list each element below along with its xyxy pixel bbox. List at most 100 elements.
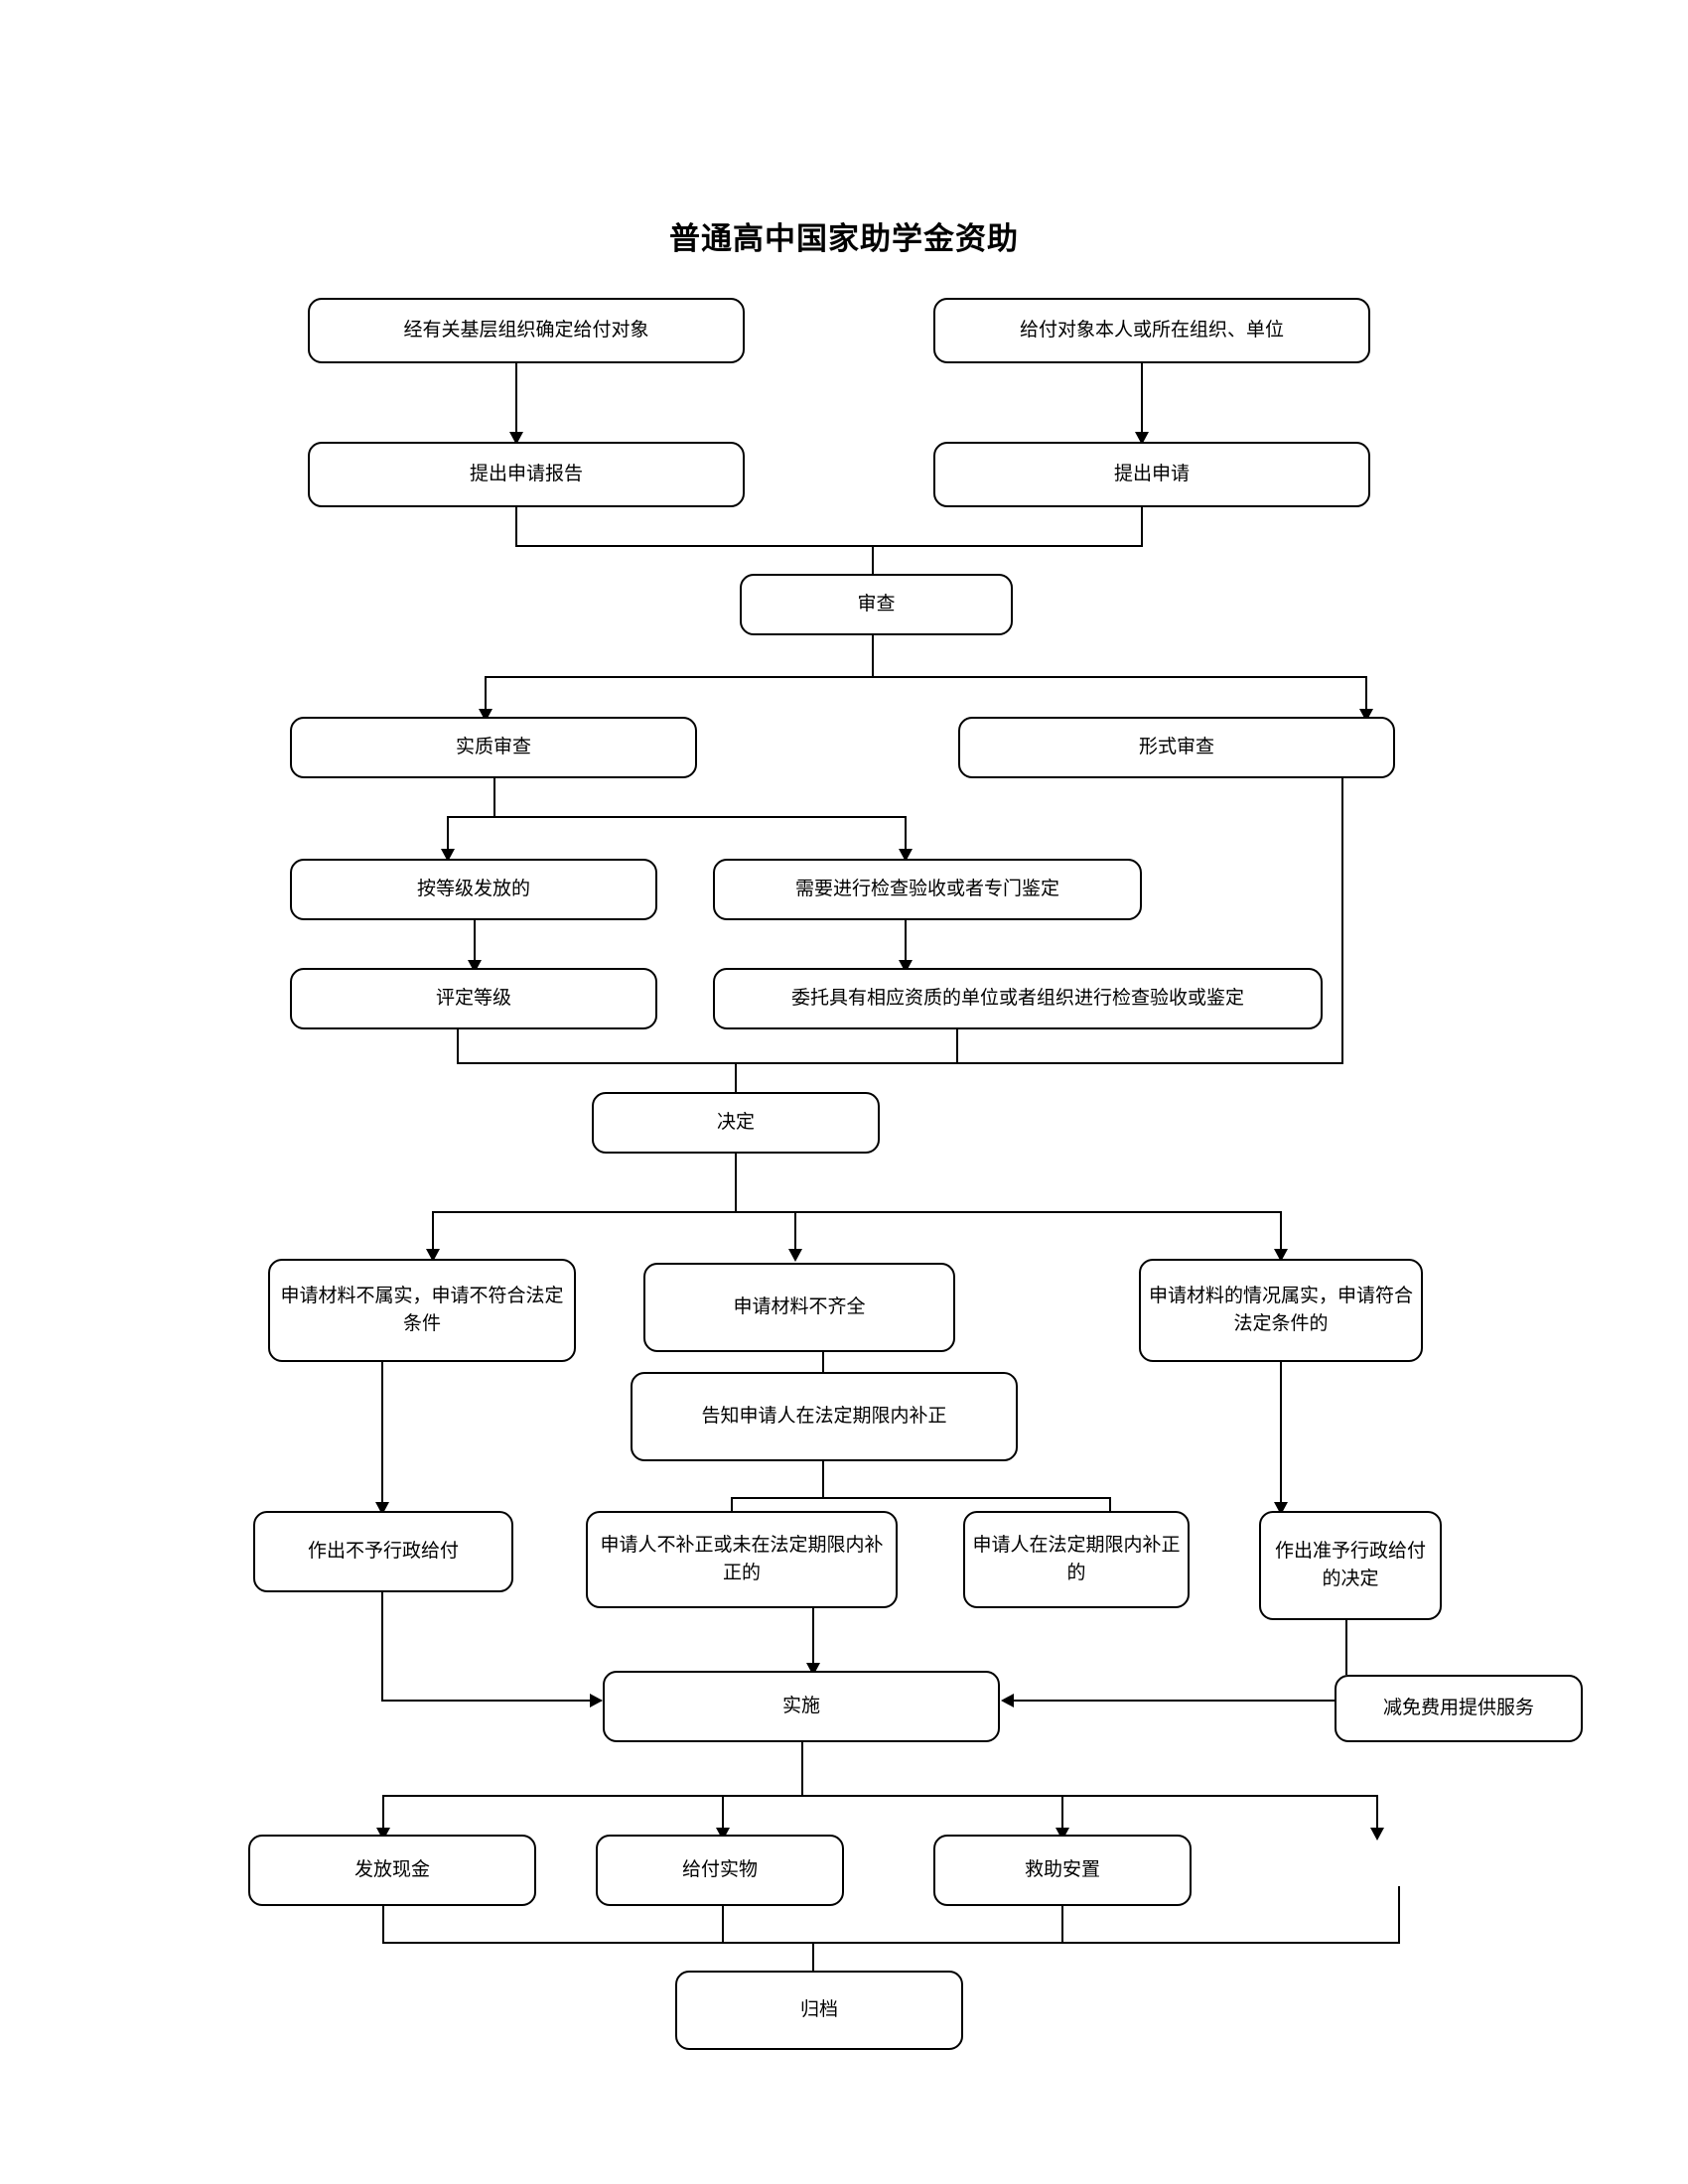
arrowhead: [899, 849, 913, 862]
node-label: 给付实物: [681, 1859, 758, 1881]
node-label: 作出不予行政给付: [307, 1541, 459, 1563]
node-determine-recipient: 经有关基层组织确定给付对象: [308, 298, 745, 363]
arrowhead: [788, 1249, 802, 1262]
arrowhead: [1135, 432, 1149, 445]
edge-substantive-down: [493, 778, 495, 818]
node-issue-by-grade: 按等级发放的: [290, 859, 657, 920]
node-label: 委托具有相应资质的单位或者组织进行检查验收或鉴定: [790, 988, 1244, 1010]
edge-n10-down: [457, 1029, 459, 1064]
edge-merge-to-decision: [735, 1062, 737, 1112]
merge-bus-decision: [457, 1062, 1343, 1064]
node-label: 作出准予行政给付的决定: [1274, 1541, 1426, 1589]
node-label: 申请人不补正或未在法定期限内补正的: [600, 1535, 884, 1583]
node-label: 申请材料不齐全: [733, 1297, 866, 1318]
node-label: 发放现金: [353, 1859, 430, 1881]
node-label: 提出申请: [1113, 464, 1190, 485]
edge-n24-down: [722, 1906, 724, 1944]
node-submit-application-report: 提出申请报告: [308, 442, 745, 507]
merge-bus-review: [515, 545, 1143, 547]
node-review: 审查: [740, 574, 1013, 635]
edge-to-grade-issue: [447, 816, 449, 858]
edge-n2-n4: [1141, 363, 1143, 441]
arrowhead: [1370, 1828, 1384, 1841]
node-label: 评定等级: [435, 988, 511, 1010]
node-label: 救助安置: [1024, 1859, 1100, 1881]
fanout-bus-review: [485, 676, 1367, 678]
node-label: 经有关基层组织确定给付对象: [403, 320, 649, 341]
arrowhead: [441, 849, 455, 862]
node-label: 形式审查: [1138, 737, 1214, 758]
node-label: 实施: [781, 1696, 820, 1717]
node-refuse-administrative-payment: 作出不予行政给付: [253, 1511, 513, 1592]
edge-n16-down: [822, 1461, 824, 1499]
fanout-bus-implement: [382, 1795, 1378, 1797]
node-label: 归档: [799, 1999, 838, 2021]
edge-to-formal: [1365, 676, 1367, 718]
node-label: 按等级发放的: [416, 879, 530, 900]
edge-n20-n22: [1345, 1620, 1347, 1675]
node-issue-cash: 发放现金: [248, 1835, 536, 1906]
node-decision: 决定: [592, 1092, 880, 1154]
edge-n17-down: [381, 1592, 383, 1702]
edge-n23-down: [382, 1906, 384, 1944]
node-recipient-or-unit: 给付对象本人或所在组织、单位: [933, 298, 1370, 363]
edge-to-cash: [382, 1795, 384, 1837]
node-label: 给付对象本人或所在组织、单位: [1019, 320, 1284, 341]
node-relief-placement: 救助安置: [933, 1835, 1192, 1906]
page-title: 普通高中国家助学金资助: [669, 221, 1019, 256]
edge-to-inspection: [905, 816, 907, 858]
node-label: 申请人在法定期限内补正的: [972, 1535, 1181, 1583]
edge-n18-implement: [812, 1608, 814, 1671]
arrowhead: [1001, 1694, 1014, 1707]
edge-to-substantive: [485, 676, 487, 718]
node-label: 提出申请报告: [469, 464, 583, 485]
arrowhead: [426, 1249, 440, 1262]
node-label: 需要进行检查验收或者专门鉴定: [794, 879, 1059, 900]
edge-review-down: [872, 635, 874, 678]
edge-formal-bypass-vertical: [1341, 778, 1343, 1064]
fanout-bus-correction: [731, 1497, 1111, 1499]
node-label: 实质审查: [455, 737, 531, 758]
node-need-inspection: 需要进行检查验收或者专门鉴定: [713, 859, 1142, 920]
node-material-true-qualified: 申请材料的情况属实，申请符合法定条件的: [1139, 1259, 1423, 1362]
node-provide-goods: 给付实物: [596, 1835, 844, 1906]
edge-implement-down: [801, 1742, 803, 1797]
node-assess-grade: 评定等级: [290, 968, 657, 1029]
edge-merge-to-review: [872, 545, 874, 597]
edge-to-incomplete: [794, 1211, 796, 1258]
edge-to-not-true: [432, 1211, 434, 1258]
edge-to-relief-placement: [1061, 1795, 1063, 1837]
edge-n8-n10: [474, 920, 476, 968]
edge-left-into-implement: [381, 1700, 602, 1702]
edge-n3-down: [515, 507, 517, 547]
node-substantive-review: 实质审查: [290, 717, 697, 778]
edge-n9-n11: [905, 920, 907, 968]
node-material-incomplete: 申请材料不齐全: [643, 1263, 955, 1352]
node-archive: 归档: [675, 1971, 963, 2050]
fanout-bus-substantive: [447, 816, 907, 818]
edge-n4-down: [1141, 507, 1143, 547]
edge-implement-extra-branch: [1376, 1795, 1378, 1837]
arrowhead: [1274, 1249, 1288, 1262]
arrowhead: [590, 1694, 603, 1707]
node-label: 申请材料的情况属实，申请符合法定条件的: [1148, 1286, 1413, 1334]
merge-bus-archive: [382, 1942, 1400, 1944]
node-fee-reduction-service: 减免费用提供服务: [1335, 1675, 1583, 1742]
edge-n1-n3: [515, 363, 517, 441]
node-label: 减免费用提供服务: [1382, 1698, 1534, 1719]
edge-n15-n20: [1280, 1362, 1282, 1511]
edge-merge-to-archive: [812, 1942, 814, 1993]
node-label: 决定: [716, 1112, 755, 1134]
edge-extra-down: [1398, 1886, 1400, 1944]
edge-to-goods: [722, 1795, 724, 1837]
node-label: 告知申请人在法定期限内补正: [701, 1406, 947, 1428]
edge-to-true-qualified: [1280, 1211, 1282, 1258]
node-approve-administrative-payment: 作出准予行政给付的决定: [1259, 1511, 1442, 1620]
node-submit-application: 提出申请: [933, 442, 1370, 507]
edge-n25-down: [1061, 1906, 1063, 1944]
node-applicant-corrected: 申请人在法定期限内补正的: [963, 1511, 1190, 1608]
node-applicant-not-corrected: 申请人不补正或未在法定期限内补正的: [586, 1511, 898, 1608]
node-material-not-true: 申请材料不属实，申请不符合法定条件: [268, 1259, 576, 1362]
edge-decision-down: [735, 1154, 737, 1213]
